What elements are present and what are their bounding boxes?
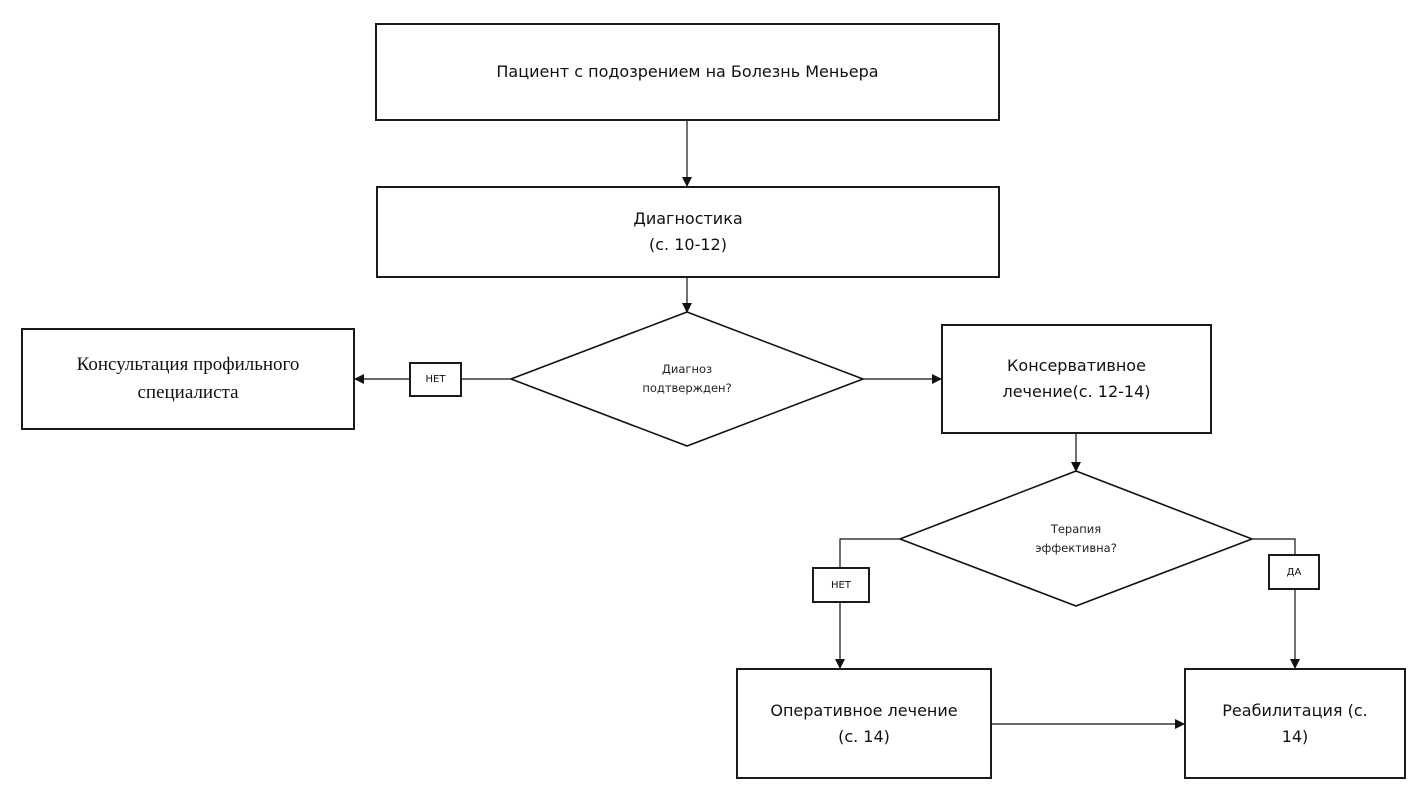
- node-diagnostics-line1: Диагностика: [633, 209, 743, 228]
- edge-label-therapy-no-text: НЕТ: [831, 579, 851, 591]
- decision-therapy-diamond: [897, 470, 1255, 607]
- decision-therapy-text: Терапия эффективна?: [976, 520, 1176, 558]
- node-diagnostics-line2: (с. 10-12): [649, 235, 727, 254]
- edge-label-therapy-yes: ДА: [1268, 554, 1320, 590]
- node-diagnostics: Диагностика (с. 10-12): [376, 186, 1000, 278]
- node-surgery: Оперативное лечение (с. 14): [736, 668, 992, 779]
- decision-therapy-line2: эффективна?: [1035, 541, 1117, 555]
- node-surgery-line2: (с. 14): [838, 726, 890, 746]
- node-surgery-line1: Оперативное лечение: [770, 700, 958, 720]
- node-conservative: Консервативное лечение(с. 12-14): [941, 324, 1212, 434]
- node-rehabilitation: Реабилитация (с. 14): [1184, 668, 1406, 779]
- decision-therapy-line1: Терапия: [1050, 522, 1102, 536]
- node-conservative-line2: лечение(с. 12-14): [1002, 382, 1151, 401]
- decision-diagnosis-line1: Диагноз: [661, 362, 713, 376]
- decision-diagnosis-line2: подтвержден?: [642, 381, 732, 395]
- node-consultation: Консультация профильного специалиста: [21, 328, 355, 430]
- node-start: Пациент с подозрением на Болезнь Меньера: [375, 23, 1000, 121]
- decision-diagnosis-text: Диагноз подтвержден?: [587, 360, 787, 398]
- edge-therapy-to-surgery: [835, 538, 900, 669]
- node-consultation-line2: специалиста: [137, 382, 239, 403]
- node-consultation-line1: Консультация профильного: [76, 354, 300, 375]
- node-rehabilitation-line2: 14): [1281, 726, 1309, 746]
- decision-diagnosis-diamond: [508, 311, 866, 447]
- edge-therapy-to-rehabilitation: [1252, 538, 1300, 669]
- node-start-text: Пациент с подозрением на Болезнь Меньера: [496, 62, 879, 81]
- edge-label-therapy-no: НЕТ: [812, 567, 870, 603]
- edge-label-diagnosis-no-text: НЕТ: [425, 374, 446, 385]
- node-conservative-line1: Консервативное: [1007, 356, 1146, 375]
- node-rehabilitation-line1: Реабилитация (с.: [1222, 700, 1368, 720]
- edge-label-therapy-yes-text: ДА: [1286, 566, 1302, 578]
- edge-label-diagnosis-no: НЕТ: [409, 362, 462, 397]
